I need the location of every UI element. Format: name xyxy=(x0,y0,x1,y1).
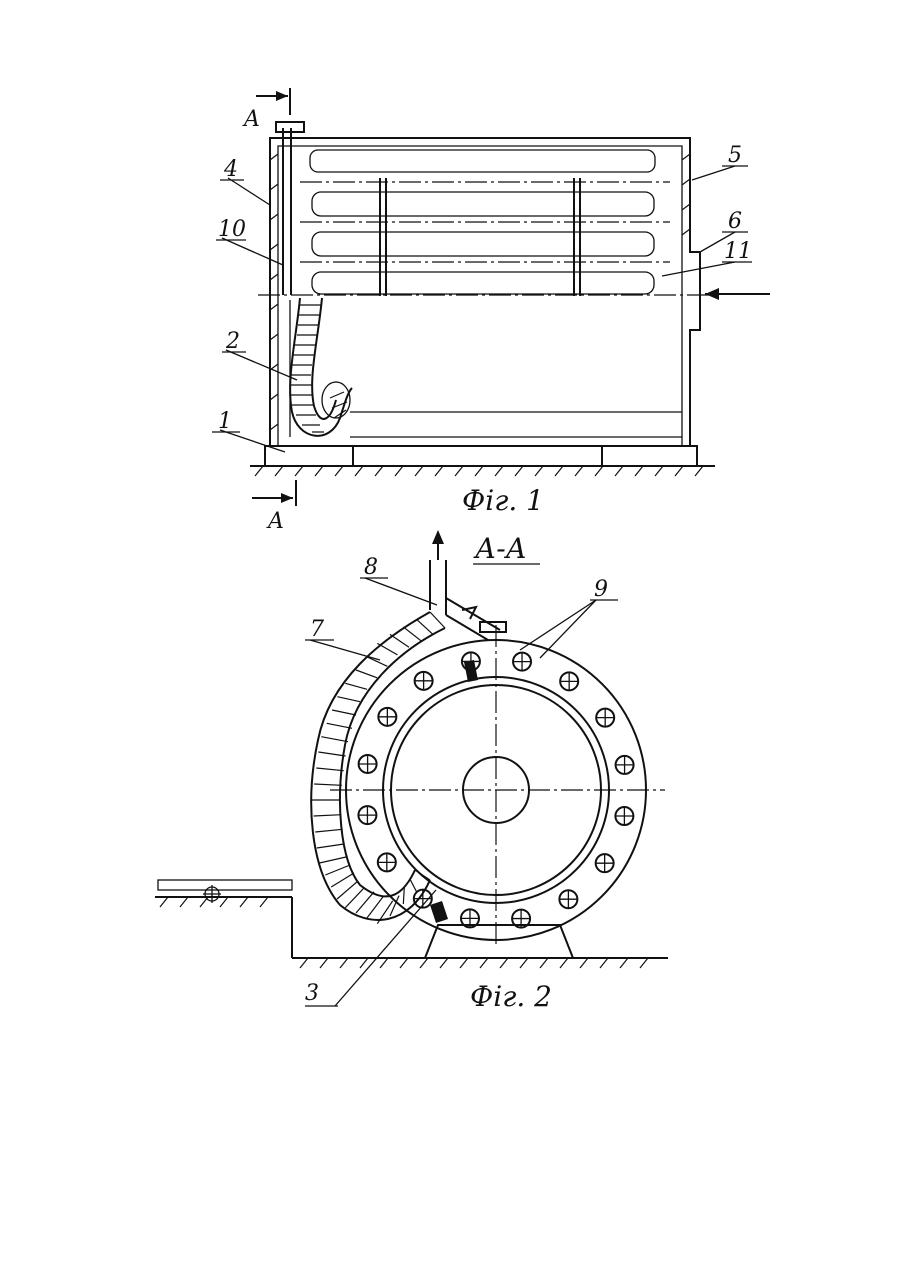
corrugated-hose-fig1 xyxy=(290,298,352,436)
supply-pipe xyxy=(158,880,292,890)
housing xyxy=(270,138,700,446)
caption-fig1: Фіг. 1 xyxy=(462,484,544,517)
housing-inner-wall xyxy=(278,146,682,446)
label-6: 6 xyxy=(728,209,742,234)
figure-1: A A 4 10 2 1 5 6 11 xyxy=(212,88,770,534)
right-support xyxy=(602,446,697,466)
label-10: 10 xyxy=(218,217,246,242)
label-4: 4 xyxy=(223,157,238,182)
ground-hatching-fig1 xyxy=(255,466,703,476)
caption-fig2: Фіг. 2 xyxy=(470,980,552,1013)
heat-exchanger-coils xyxy=(300,150,670,294)
section-mark-bottom: A xyxy=(266,509,284,534)
label-8: 8 xyxy=(364,555,378,580)
label-9: 9 xyxy=(594,577,608,602)
inlet-arrow xyxy=(705,288,719,300)
label-1: 1 xyxy=(218,409,232,434)
label-5: 5 xyxy=(728,143,742,168)
callouts-fig1: 4 10 2 1 5 6 11 xyxy=(212,143,752,452)
label-7: 7 xyxy=(310,617,324,642)
figure-2: А-А xyxy=(155,530,668,1013)
support-rods xyxy=(380,178,580,296)
label-3: 3 xyxy=(305,981,319,1006)
label-2: 2 xyxy=(225,329,240,354)
left-support xyxy=(265,446,353,466)
section-mark-top: A xyxy=(242,107,260,132)
label-11: 11 xyxy=(724,239,752,264)
section-title: А-А xyxy=(473,532,527,565)
callouts-fig2: 8 7 9 3 xyxy=(305,555,618,1006)
